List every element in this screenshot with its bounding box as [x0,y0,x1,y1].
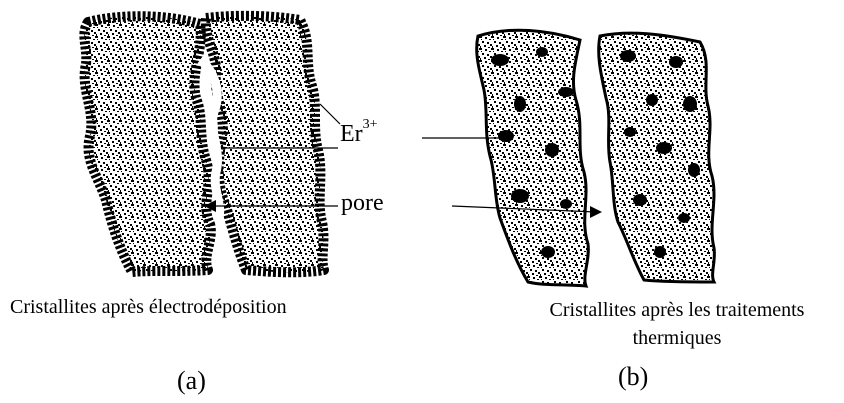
er-ion-charge: 3+ [363,117,378,132]
panel-a-label: (a) [177,366,206,396]
panel-b-diagram [422,30,714,286]
caption-b: Cristallites après les traitements therm… [517,296,837,352]
crystallite-b-right [599,33,715,282]
crystallite-a-right [206,16,324,272]
panel-b-label: (b) [618,362,648,392]
pore-label: pore [341,190,384,217]
crystallite-a-left [84,16,210,272]
er-ion-label: Er3+ [340,121,378,148]
leader-line-er-a [320,104,340,124]
panel-a-diagram [84,16,340,272]
pore-arrowhead-b [590,206,602,218]
caption-a: Cristallites après électrodéposition [10,296,287,319]
er-ion-symbol: Er [340,121,363,147]
crystallite-b-left [477,30,589,286]
